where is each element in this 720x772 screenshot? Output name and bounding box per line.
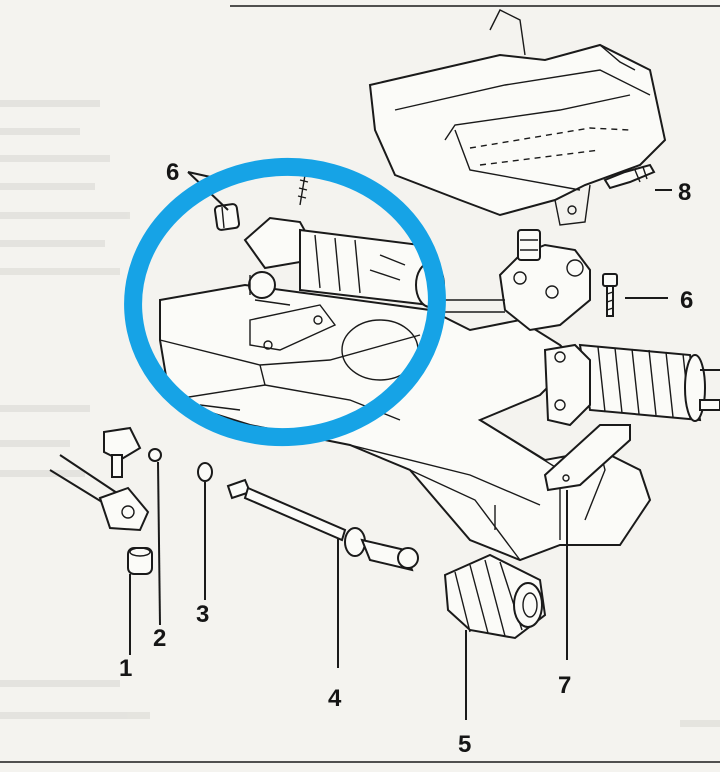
callout-6-left: 6 (166, 159, 179, 186)
callout-8: 8 (678, 179, 691, 206)
callout-4: 4 (328, 685, 342, 712)
callout-2: 2 (153, 625, 166, 652)
tie-rod-end (49, 426, 162, 575)
callout-5: 5 (458, 731, 471, 758)
callout-3: 3 (196, 601, 209, 628)
leader-2 (157, 461, 161, 626)
bolt-8 (603, 163, 672, 191)
tie-rod-4 (226, 478, 419, 668)
right-boot (578, 343, 720, 422)
steering-rack-housing (213, 174, 445, 308)
bolt-6-right (602, 273, 668, 317)
washer-3 (197, 462, 213, 600)
steering-cover (368, 9, 667, 226)
bleed-through-text (0, 100, 720, 727)
steering-gear-pinion (440, 229, 591, 332)
callout-1: 1 (119, 655, 132, 682)
callout-6-right: 6 (680, 287, 693, 314)
highlight-ellipse (124, 157, 446, 447)
boot-5 (443, 553, 547, 720)
callout-7: 7 (558, 672, 571, 699)
clamp-bracket-7 (543, 343, 631, 660)
